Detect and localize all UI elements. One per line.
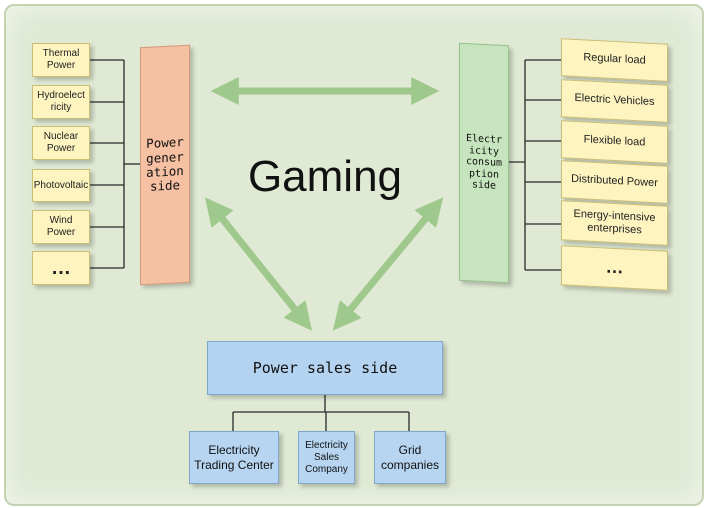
arrow-consumption-sales (332, 197, 444, 331)
power-sales-side: Power sales side (207, 341, 443, 395)
generation-item-wind-power: Wind Power (32, 210, 90, 244)
sales-bracket (232, 394, 410, 431)
electricity-consumption-side-label: Electr icity consum ption side (465, 133, 503, 192)
generation-item-thermal-power: Thermal Power (32, 43, 90, 77)
electricity-consumption-side: Electr icity consum ption side (459, 42, 509, 284)
sales-item-electricity-trading-center: Electricity Trading Center (189, 431, 279, 484)
consumption-item-flexible-load: Flexible load (561, 120, 668, 164)
consumption-item-distributed-power: Distributed Power (561, 160, 668, 204)
power-generation-side: Power gener ation side (140, 44, 190, 286)
consumption-item-more: … (561, 245, 668, 291)
generation-bracket (90, 59, 140, 269)
consumption-item-electric-vehicles: Electric Vehicles (561, 79, 668, 123)
consumption-bracket (507, 59, 561, 271)
power-generation-side-label: Power gener ation side (146, 134, 184, 195)
consumption-item-regular-load: Regular load (561, 38, 668, 82)
generation-item-nuclear-power: Nuclear Power (32, 126, 90, 160)
generation-item-more: … (32, 251, 90, 285)
sales-item-electricity-sales-company: Electricity Sales Company (298, 431, 355, 484)
consumption-item-energy-intensive-enterprises: Energy-intensive enterprises (561, 200, 668, 246)
generation-item-photovoltaic: Photovoltaic (32, 169, 90, 202)
gaming-label: Gaming (247, 152, 403, 201)
sales-item-grid-companies: Grid companies (374, 431, 446, 484)
arrow-generation-sales (204, 197, 313, 331)
generation-item-hydroelectricity: Hydroelect ricity (32, 85, 90, 119)
